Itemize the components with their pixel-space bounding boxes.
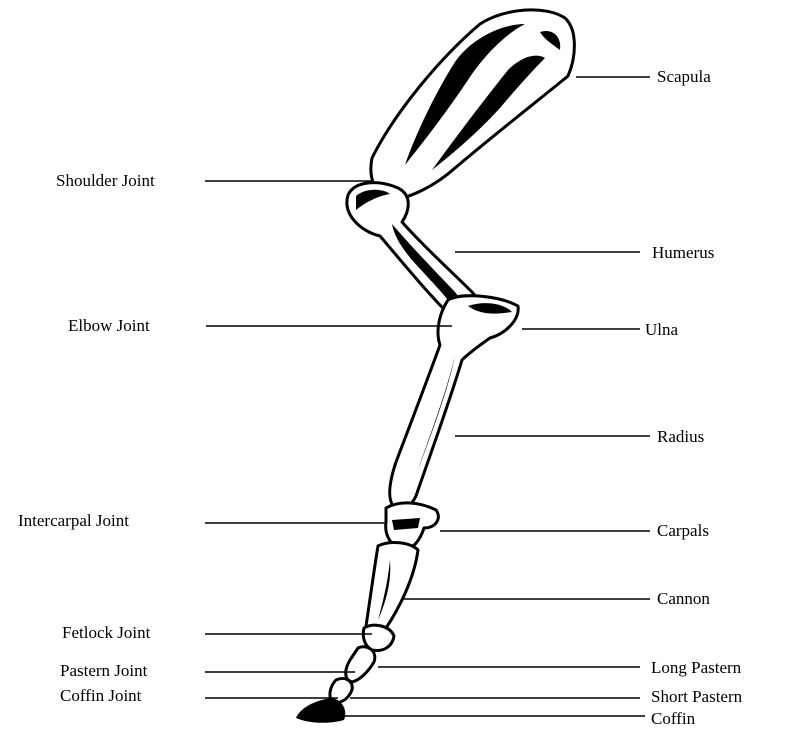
cannon-bone bbox=[366, 543, 418, 634]
label-scapula: Scapula bbox=[657, 67, 711, 87]
label-pastern-joint: Pastern Joint bbox=[60, 661, 147, 681]
label-carpals: Carpals bbox=[657, 521, 709, 541]
label-fetlock-joint: Fetlock Joint bbox=[62, 623, 150, 643]
long-pastern-bone bbox=[346, 647, 375, 682]
coffin-bone bbox=[296, 698, 345, 723]
label-long-pastern: Long Pastern bbox=[651, 658, 741, 678]
label-short-pastern: Short Pastern bbox=[651, 687, 742, 707]
label-coffin-joint: Coffin Joint bbox=[60, 686, 141, 706]
label-coffin: Coffin bbox=[651, 709, 695, 729]
label-humerus: Humerus bbox=[652, 243, 714, 263]
label-intercarpal-joint: Intercarpal Joint bbox=[18, 511, 129, 531]
label-ulna: Ulna bbox=[645, 320, 678, 340]
label-cannon: Cannon bbox=[657, 589, 710, 609]
label-elbow-joint: Elbow Joint bbox=[68, 316, 150, 336]
label-radius: Radius bbox=[657, 427, 704, 447]
radius-ulna-bone bbox=[390, 296, 518, 509]
scapula-bone bbox=[371, 10, 574, 200]
label-shoulder-joint: Shoulder Joint bbox=[56, 171, 155, 191]
